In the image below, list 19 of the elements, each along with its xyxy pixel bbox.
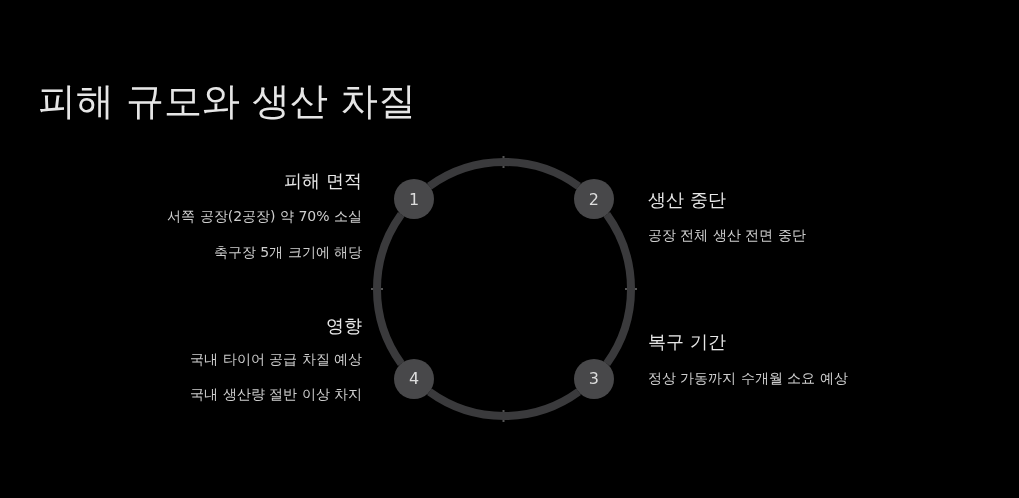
step-description: 공장 전체 생산 전면 중단	[648, 226, 806, 244]
step-description: 국내 생산량 절반 이상 차지	[190, 385, 362, 403]
step-heading: 피해 면적	[284, 170, 362, 192]
ring-arc	[427, 158, 581, 190]
step-heading: 복구 기간	[648, 331, 726, 353]
step-description: 서쪽 공장(2공장) 약 70% 소실	[167, 207, 362, 225]
number-circle: 2	[573, 179, 614, 220]
ring-arc	[427, 388, 581, 420]
step-description: 국내 타이어 공급 차질 예상	[190, 350, 362, 368]
number-circle: 4	[394, 358, 435, 399]
number-circle: 1	[394, 179, 435, 220]
step-description: 정상 가동까지 수개월 소요 예상	[648, 369, 848, 387]
step-heading: 생산 중단	[648, 189, 726, 211]
title: 피해 규모와 생산 차질	[38, 78, 417, 125]
step-heading: 영향	[326, 315, 362, 337]
ring-arc	[373, 212, 405, 366]
ring-arc	[603, 212, 635, 366]
step-description: 축구장 5개 크기에 해당	[213, 243, 362, 261]
number-circle: 3	[573, 358, 614, 399]
